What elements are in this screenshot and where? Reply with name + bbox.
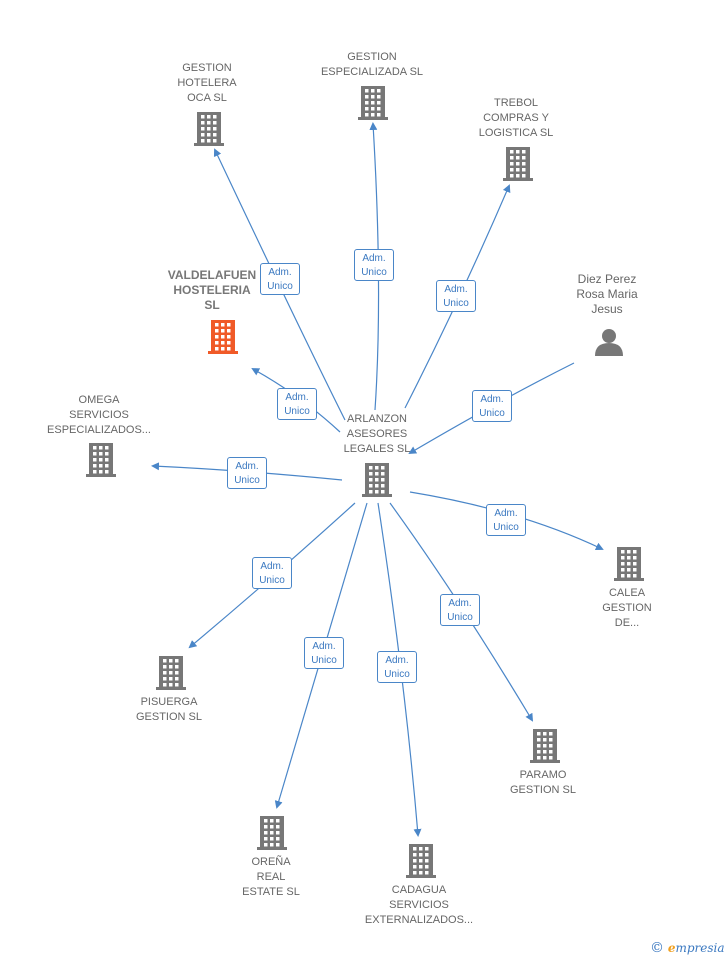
edge-label-type: Unico — [259, 575, 285, 586]
edge-label-role: Adm. — [448, 598, 472, 609]
node-label-paramo[interactable]: PARAMO GESTION SL — [509, 769, 577, 796]
node-label-calea[interactable]: CALEA GESTION DE... — [602, 587, 652, 629]
empresia-logo[interactable]: © empresia — [650, 940, 725, 956]
edge-label-role: Adm. — [285, 392, 309, 403]
edge-label-role: Adm. — [385, 655, 409, 666]
edge-label-role: Adm. — [312, 641, 336, 652]
node-label-gestion-hotelera[interactable]: GESTION HOTELERA OCA SL — [177, 62, 237, 104]
edge-label-paramo[interactable]: Adm. Unico — [440, 594, 480, 626]
node-label-orena[interactable]: OREÑA REAL ESTATE SL — [242, 856, 300, 898]
brand-e: e — [667, 941, 676, 955]
building-icon[interactable] — [194, 112, 224, 146]
building-icon[interactable] — [406, 844, 436, 878]
edge-label-cadagua[interactable]: Adm. Unico — [377, 651, 417, 683]
edge-label-calea[interactable]: Adm. Unico — [486, 504, 526, 536]
edge-label-type: Unico — [234, 475, 260, 486]
building-icon[interactable] — [503, 147, 533, 181]
node-label-pisuerga[interactable]: PISUERGA GESTION SL — [135, 696, 203, 723]
building-icon[interactable] — [530, 729, 560, 763]
edge-label-gestion-hotelera[interactable]: Adm. Unico — [260, 263, 300, 295]
node-label-omega[interactable]: OMEGA SERVICIOS ESPECIALIZADOS... — [47, 394, 151, 436]
node-label-diez-perez[interactable]: Diez Perez Rosa Maria Jesus — [576, 272, 638, 316]
building-icon-focus[interactable] — [208, 320, 238, 354]
edge-label-type: Unico — [267, 281, 293, 292]
edge-label-type: Unico — [479, 408, 505, 419]
edge-arlanzon-to-gestion-hotelera — [213, 148, 346, 421]
copyright-symbol: © — [650, 940, 664, 956]
edge-label-diez-perez[interactable]: Adm. Unico — [472, 390, 512, 422]
node-label-cadagua[interactable]: CADAGUA SERVICIOS EXTERNALIZADOS... — [364, 884, 474, 926]
building-icon[interactable] — [257, 816, 287, 850]
edge-label-trebol[interactable]: Adm. Unico — [436, 280, 476, 312]
edge-label-role: Adm. — [494, 508, 518, 519]
edge-label-role: Adm. — [260, 561, 284, 572]
edge-label-type: Unico — [284, 406, 310, 417]
node-label-trebol[interactable]: TREBOL COMPRAS Y LOGISTICA SL — [478, 97, 554, 139]
building-icon[interactable] — [156, 656, 186, 690]
node-label-valdelafuen[interactable]: VALDELAFUEN HOSTELERIA SL — [167, 268, 257, 312]
icons-layer — [86, 86, 644, 878]
building-icon[interactable] — [86, 443, 116, 477]
edge-label-type: Unico — [493, 522, 519, 533]
edge-label-orena[interactable]: Adm. Unico — [304, 637, 344, 669]
building-icon[interactable] — [362, 463, 392, 497]
node-label-gestion-especializada[interactable]: GESTION ESPECIALIZADA SL — [320, 51, 424, 78]
edge-label-valdelafuen[interactable]: Adm. Unico — [277, 388, 317, 420]
edge-label-type: Unico — [443, 298, 469, 309]
edge-label-type: Unico — [384, 669, 410, 680]
person-icon[interactable] — [595, 329, 623, 356]
edge-label-type: Unico — [361, 267, 387, 278]
edge-label-gestion-especializada[interactable]: Adm. Unico — [354, 249, 394, 281]
brand-text: mpresia — [675, 941, 725, 955]
edge-label-type: Unico — [311, 655, 337, 666]
edge-label-role: Adm. — [362, 253, 386, 264]
edge-label-type: Unico — [447, 612, 473, 623]
edge-label-role: Adm. — [480, 394, 504, 405]
edge-label-role: Adm. — [268, 267, 292, 278]
building-icon[interactable] — [614, 547, 644, 581]
node-label-arlanzon[interactable]: ARLANZON ASESORES LEGALES SL — [343, 413, 411, 455]
building-icon[interactable] — [358, 86, 388, 120]
edge-label-role: Adm. — [235, 461, 259, 472]
edge-label-pisuerga[interactable]: Adm. Unico — [252, 557, 292, 589]
edge-label-omega[interactable]: Adm. Unico — [227, 457, 267, 489]
edge-label-role: Adm. — [444, 284, 468, 295]
